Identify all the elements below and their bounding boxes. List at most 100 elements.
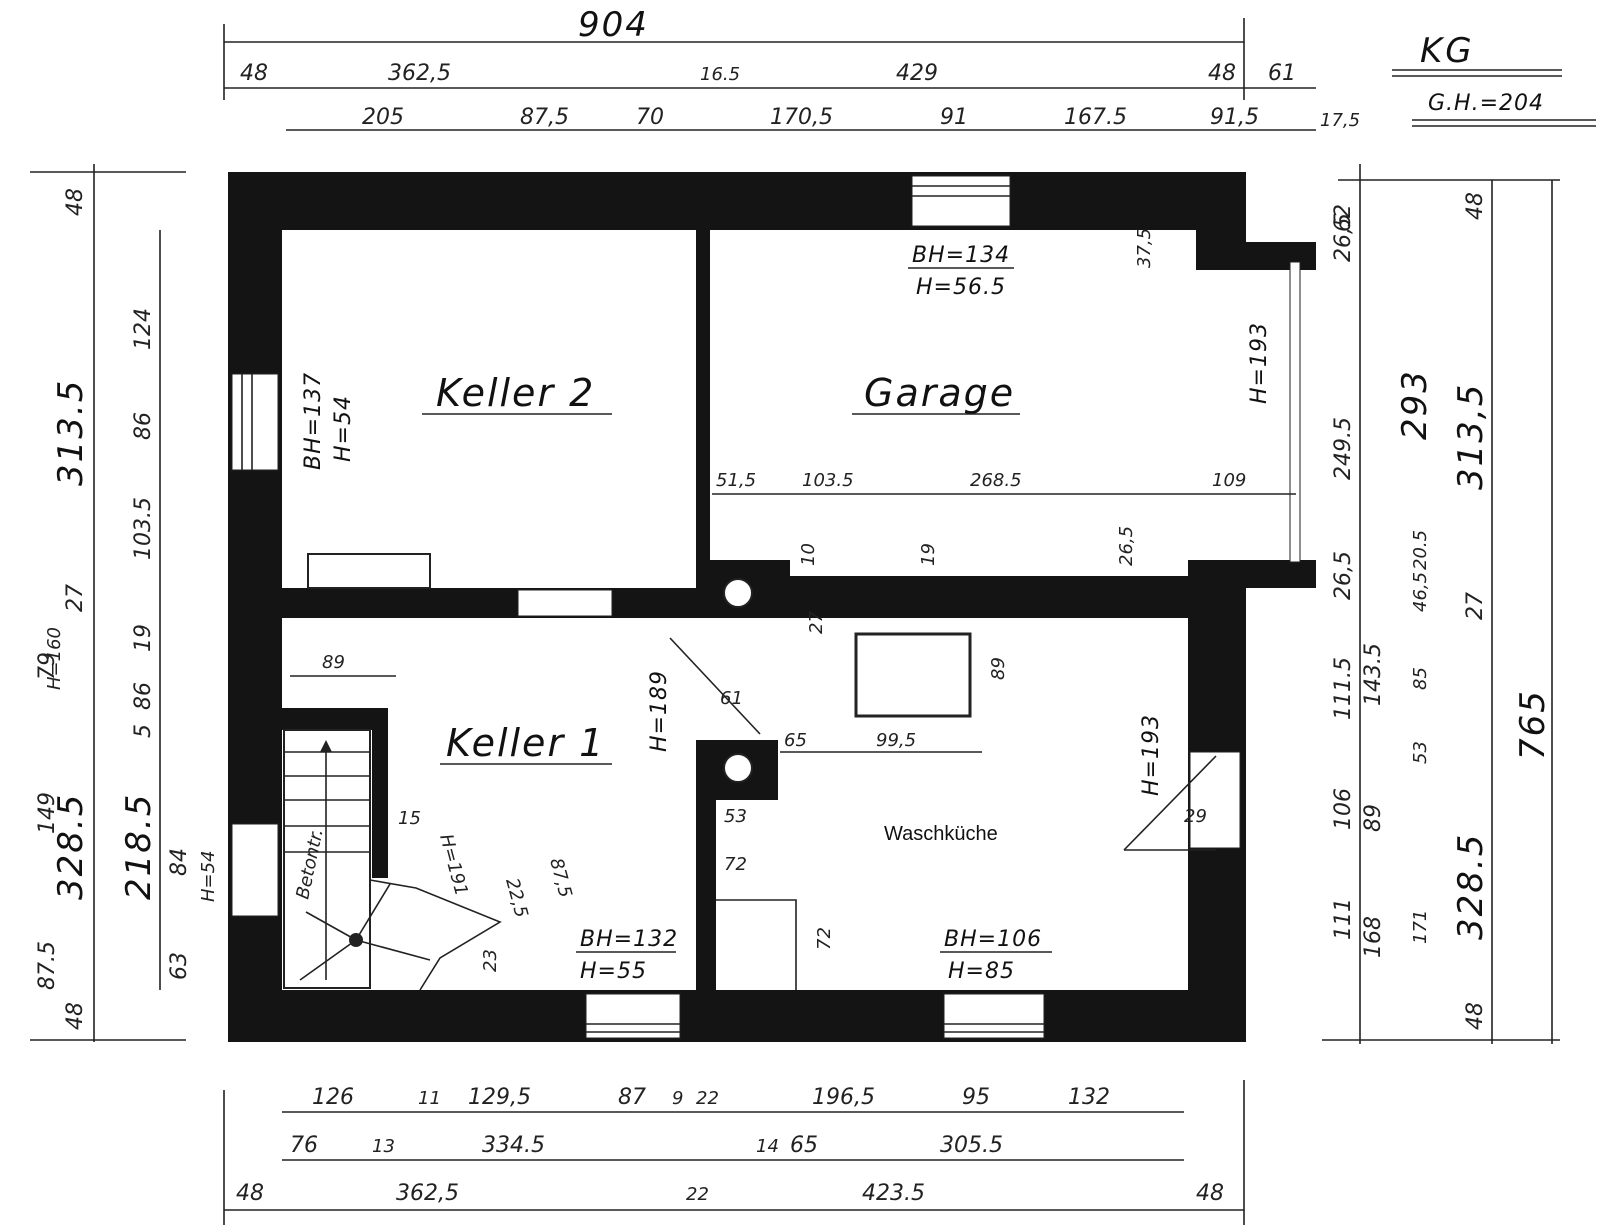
bottom-dim-row1: 95 bbox=[962, 1085, 990, 1110]
left-inner-dim: 86 bbox=[131, 682, 156, 710]
interior-dim: 109 bbox=[1212, 470, 1246, 491]
wk-bottom-window bbox=[943, 993, 1045, 1039]
right-col4-dim: 313,5 bbox=[1451, 383, 1491, 490]
left-inner-dim: 5 bbox=[131, 724, 156, 738]
bottom-dim-row2: 76 bbox=[290, 1133, 318, 1158]
left-inner-dim: 124 bbox=[131, 308, 156, 350]
garage-door-opening bbox=[1289, 261, 1301, 563]
top-dim-row1: 429 bbox=[896, 61, 938, 86]
left-h160: H=160 bbox=[44, 627, 65, 690]
garage-door-h: H=193 bbox=[1247, 322, 1272, 404]
wk-right-opening bbox=[1189, 751, 1241, 849]
keller-door-opening bbox=[517, 589, 613, 617]
left-inner-dim: 63 bbox=[167, 952, 192, 980]
interior-dim: 72 bbox=[724, 854, 747, 875]
interior-dim: 19 bbox=[918, 543, 939, 566]
top-dim-row1: 61 bbox=[1268, 61, 1296, 86]
left-outer-dim: 328.5 bbox=[51, 793, 91, 900]
interior-dim: 15 bbox=[398, 808, 421, 829]
garage-window-h: H=56.5 bbox=[916, 275, 1006, 300]
right-col4-dim: 48 bbox=[1463, 1002, 1488, 1030]
interior-dim: 99,5 bbox=[876, 730, 916, 751]
right-col2-dim: 89 bbox=[1361, 804, 1386, 832]
interior-dim: 23 bbox=[480, 949, 501, 972]
floor-title: KG bbox=[1420, 31, 1475, 71]
bottom-dim-row1: 132 bbox=[1068, 1085, 1110, 1110]
top-overall-dim: 904 bbox=[578, 5, 649, 45]
top-dim-row2: 87,5 bbox=[520, 105, 569, 130]
chimney-circle bbox=[723, 578, 753, 608]
right-col4-dim: 48 bbox=[1463, 192, 1488, 220]
left-window-h: H=54 bbox=[198, 850, 219, 902]
top-dim-row1: 16.5 bbox=[700, 64, 740, 85]
top-dim-row2: 70 bbox=[636, 105, 664, 130]
interior-dim: 26,5 bbox=[1116, 526, 1137, 566]
keller1-window-bh: BH=132 bbox=[580, 927, 678, 952]
top-dim-row2: 91 bbox=[940, 105, 968, 130]
left-outer-dim: 27 bbox=[63, 584, 88, 612]
walls bbox=[228, 172, 1316, 1042]
right-col3-dim: 46,5 bbox=[1410, 572, 1431, 612]
bottom-dim-row3: 48 bbox=[236, 1181, 264, 1206]
right-col4-dim: 328.5 bbox=[1451, 833, 1491, 940]
interior-dim: 268.5 bbox=[970, 470, 1022, 491]
stair-label: Betontr. bbox=[292, 827, 327, 901]
bottom-dim-row1: 196,5 bbox=[812, 1085, 875, 1110]
bottom-dim-row2: 13 bbox=[372, 1136, 395, 1157]
right-col1-dim: 106 bbox=[1331, 788, 1356, 830]
bottom-dim-row1: 87 bbox=[618, 1085, 646, 1110]
room-labels: Keller 2 Garage Keller 1 Waschküche bbox=[422, 371, 1020, 845]
floor-height: G.H.=204 bbox=[1428, 91, 1544, 116]
keller2-window-h: H=54 bbox=[331, 395, 356, 462]
right-col1-dim: 111.5 bbox=[1331, 657, 1356, 720]
right-col4-dim: 27 bbox=[1463, 592, 1488, 620]
top-dim-row1: 48 bbox=[1208, 61, 1236, 86]
room-garage: Garage bbox=[864, 371, 1015, 415]
dimension-lines bbox=[30, 18, 1560, 1225]
right-col4-dim: 293 bbox=[1395, 369, 1435, 440]
wk-window-bh: BH=106 bbox=[944, 927, 1042, 952]
wk-window-h: H=85 bbox=[948, 959, 1015, 984]
right-col1-dim: 62 bbox=[1331, 204, 1356, 232]
right-col3-dim: 53 bbox=[1410, 741, 1431, 764]
interior-dim: 53 bbox=[724, 806, 747, 827]
bottom-dim-row2: 14 bbox=[756, 1136, 779, 1157]
room-keller-2: Keller 2 bbox=[436, 371, 595, 415]
top-dim-row1: 48 bbox=[240, 61, 268, 86]
wk-door-h: H=193 bbox=[1139, 714, 1164, 796]
washroom-fixture bbox=[854, 632, 972, 718]
interior-dim: 72 bbox=[814, 927, 835, 950]
bottom-dim-row2: 305.5 bbox=[940, 1133, 1003, 1158]
left-inner-dim: 103.5 bbox=[131, 497, 156, 560]
interior-dim: 51,5 bbox=[716, 470, 756, 491]
left-extra-dim: 84 bbox=[167, 848, 192, 876]
stair-h: H=191 bbox=[435, 832, 472, 898]
left-inner-dim: 19 bbox=[131, 624, 156, 652]
keller1-door-h: H=189 bbox=[647, 670, 672, 752]
title-block: KG G.H.=204 bbox=[1392, 31, 1596, 127]
bottom-dim-row1: 11 bbox=[418, 1088, 441, 1109]
left-extra-dim: 149 bbox=[35, 792, 60, 834]
bottom-dim-row1: 129,5 bbox=[468, 1085, 531, 1110]
interior-dim: 37,5 bbox=[1134, 228, 1155, 268]
interior-dim: 87,5 bbox=[545, 856, 576, 900]
overall-height-dim: 765 bbox=[1513, 689, 1553, 760]
top-dim-row2: 170,5 bbox=[770, 105, 833, 130]
bottom-dim-row2: 65 bbox=[790, 1133, 818, 1158]
left-inner-dim: 218.5 bbox=[119, 793, 159, 900]
interior-dim: 89 bbox=[322, 652, 345, 673]
top-dim-row1: 17,5 bbox=[1320, 110, 1360, 131]
keller1-bottom-window bbox=[585, 993, 681, 1039]
interior-dim: 27 bbox=[806, 611, 827, 634]
right-col1-dim: 249.5 bbox=[1331, 417, 1356, 480]
left-inner-dim: 86 bbox=[131, 412, 156, 440]
right-col1-dim: 111 bbox=[1331, 898, 1356, 940]
left-extra-dim: 79 bbox=[35, 652, 60, 680]
keller2-fixture bbox=[307, 553, 431, 589]
bottom-dim-row3: 22 bbox=[686, 1184, 709, 1205]
right-col3-dim: 20.5 bbox=[1410, 530, 1431, 570]
top-dim-row2: 91,5 bbox=[1210, 105, 1259, 130]
bottom-dim-row3: 423.5 bbox=[862, 1181, 925, 1206]
right-col3-dim: 85 bbox=[1410, 667, 1431, 690]
